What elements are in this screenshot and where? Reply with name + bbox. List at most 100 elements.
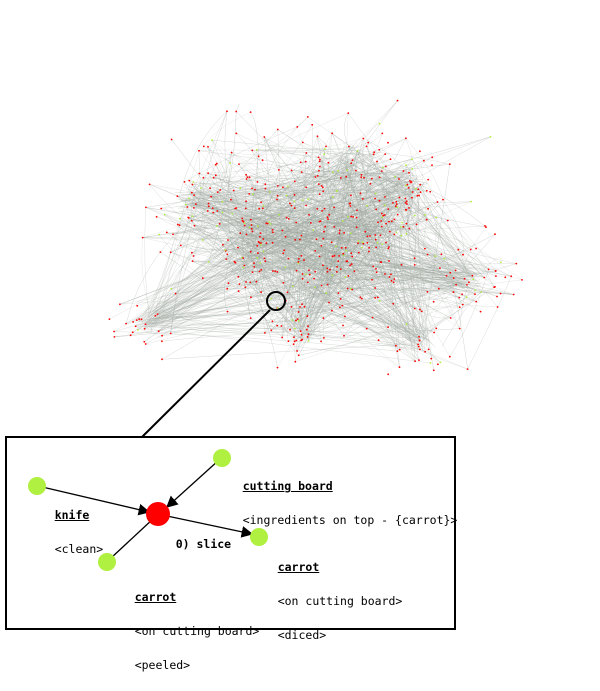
network-node <box>304 306 306 308</box>
network-node <box>389 276 391 278</box>
network-node <box>231 152 233 154</box>
network-node <box>438 288 440 290</box>
network-node <box>462 304 464 306</box>
network-node <box>419 150 421 152</box>
network-node <box>394 219 396 221</box>
network-node <box>309 274 311 276</box>
network-node <box>384 273 386 275</box>
network-node <box>346 260 348 262</box>
network-node <box>449 163 451 165</box>
network-node <box>192 260 194 262</box>
network-node <box>455 270 457 272</box>
network-node <box>342 253 344 255</box>
network-node <box>234 261 236 263</box>
network-node <box>418 346 420 348</box>
network-node <box>145 207 147 209</box>
network-node <box>333 226 335 228</box>
network-node <box>375 247 377 249</box>
network-node <box>327 284 329 286</box>
network-node <box>298 261 300 263</box>
network-node <box>384 204 386 206</box>
network-node <box>175 293 177 295</box>
network-node <box>288 218 290 220</box>
network-node <box>244 265 246 267</box>
network-node <box>339 232 341 234</box>
network-node <box>459 328 461 330</box>
network-node <box>282 252 284 254</box>
network-node <box>293 343 295 345</box>
network-node <box>347 216 349 218</box>
network-node <box>411 181 413 183</box>
network-node <box>207 172 209 174</box>
network-node <box>244 225 246 227</box>
network-node <box>113 331 115 333</box>
network-node <box>379 123 381 125</box>
network-node <box>226 254 228 256</box>
edge-board-to-action <box>167 460 219 507</box>
network-node <box>114 336 116 338</box>
network-node <box>268 221 270 223</box>
network-node <box>200 187 202 189</box>
network-node <box>161 340 163 342</box>
network-node <box>319 161 321 163</box>
network-node <box>171 139 173 141</box>
network-node <box>289 329 291 331</box>
network-node <box>433 301 435 303</box>
network-node <box>381 216 383 218</box>
network-node <box>349 203 351 205</box>
network-edge <box>199 117 308 191</box>
network-node <box>455 284 457 286</box>
network-node <box>360 192 362 194</box>
network-node <box>187 206 189 208</box>
network-node <box>257 225 259 227</box>
network-node <box>322 264 324 266</box>
network-node <box>267 223 269 225</box>
network-node <box>396 203 398 205</box>
network-node <box>291 205 293 207</box>
network-node <box>328 214 330 216</box>
network-node <box>145 323 147 325</box>
network-node <box>354 270 356 272</box>
network-node <box>195 203 197 205</box>
network-node <box>305 273 307 275</box>
network-node <box>237 247 239 249</box>
network-node <box>294 239 296 241</box>
network-node <box>504 276 506 278</box>
network-node <box>257 252 259 254</box>
network-node <box>313 278 315 280</box>
network-node <box>161 358 163 360</box>
network-node <box>350 205 352 207</box>
network-node <box>109 318 111 320</box>
network-node <box>431 164 433 166</box>
network-node <box>246 234 248 236</box>
network-node <box>179 218 181 220</box>
network-node <box>377 242 379 244</box>
network-node <box>316 208 318 210</box>
network-node <box>470 201 472 203</box>
network-node <box>282 186 284 188</box>
network-node <box>270 223 272 225</box>
network-node <box>208 203 210 205</box>
network-node <box>417 195 419 197</box>
network-node <box>350 195 352 197</box>
network-node <box>417 188 419 190</box>
network-node <box>180 245 182 247</box>
network-node <box>322 190 324 192</box>
network-node <box>409 228 411 230</box>
network-node <box>391 280 393 282</box>
network-node <box>351 256 353 258</box>
network-node <box>342 220 344 222</box>
network-edge <box>232 139 364 155</box>
network-node <box>356 226 358 228</box>
network-node <box>262 238 264 240</box>
network-node <box>299 306 301 308</box>
network-node <box>378 339 380 341</box>
network-node <box>329 269 331 271</box>
network-edge <box>162 344 407 359</box>
network-node <box>302 199 304 201</box>
network-node <box>208 261 210 263</box>
network-node <box>222 201 224 203</box>
network-node <box>237 276 239 278</box>
network-node <box>296 350 298 352</box>
network-node <box>374 287 376 289</box>
